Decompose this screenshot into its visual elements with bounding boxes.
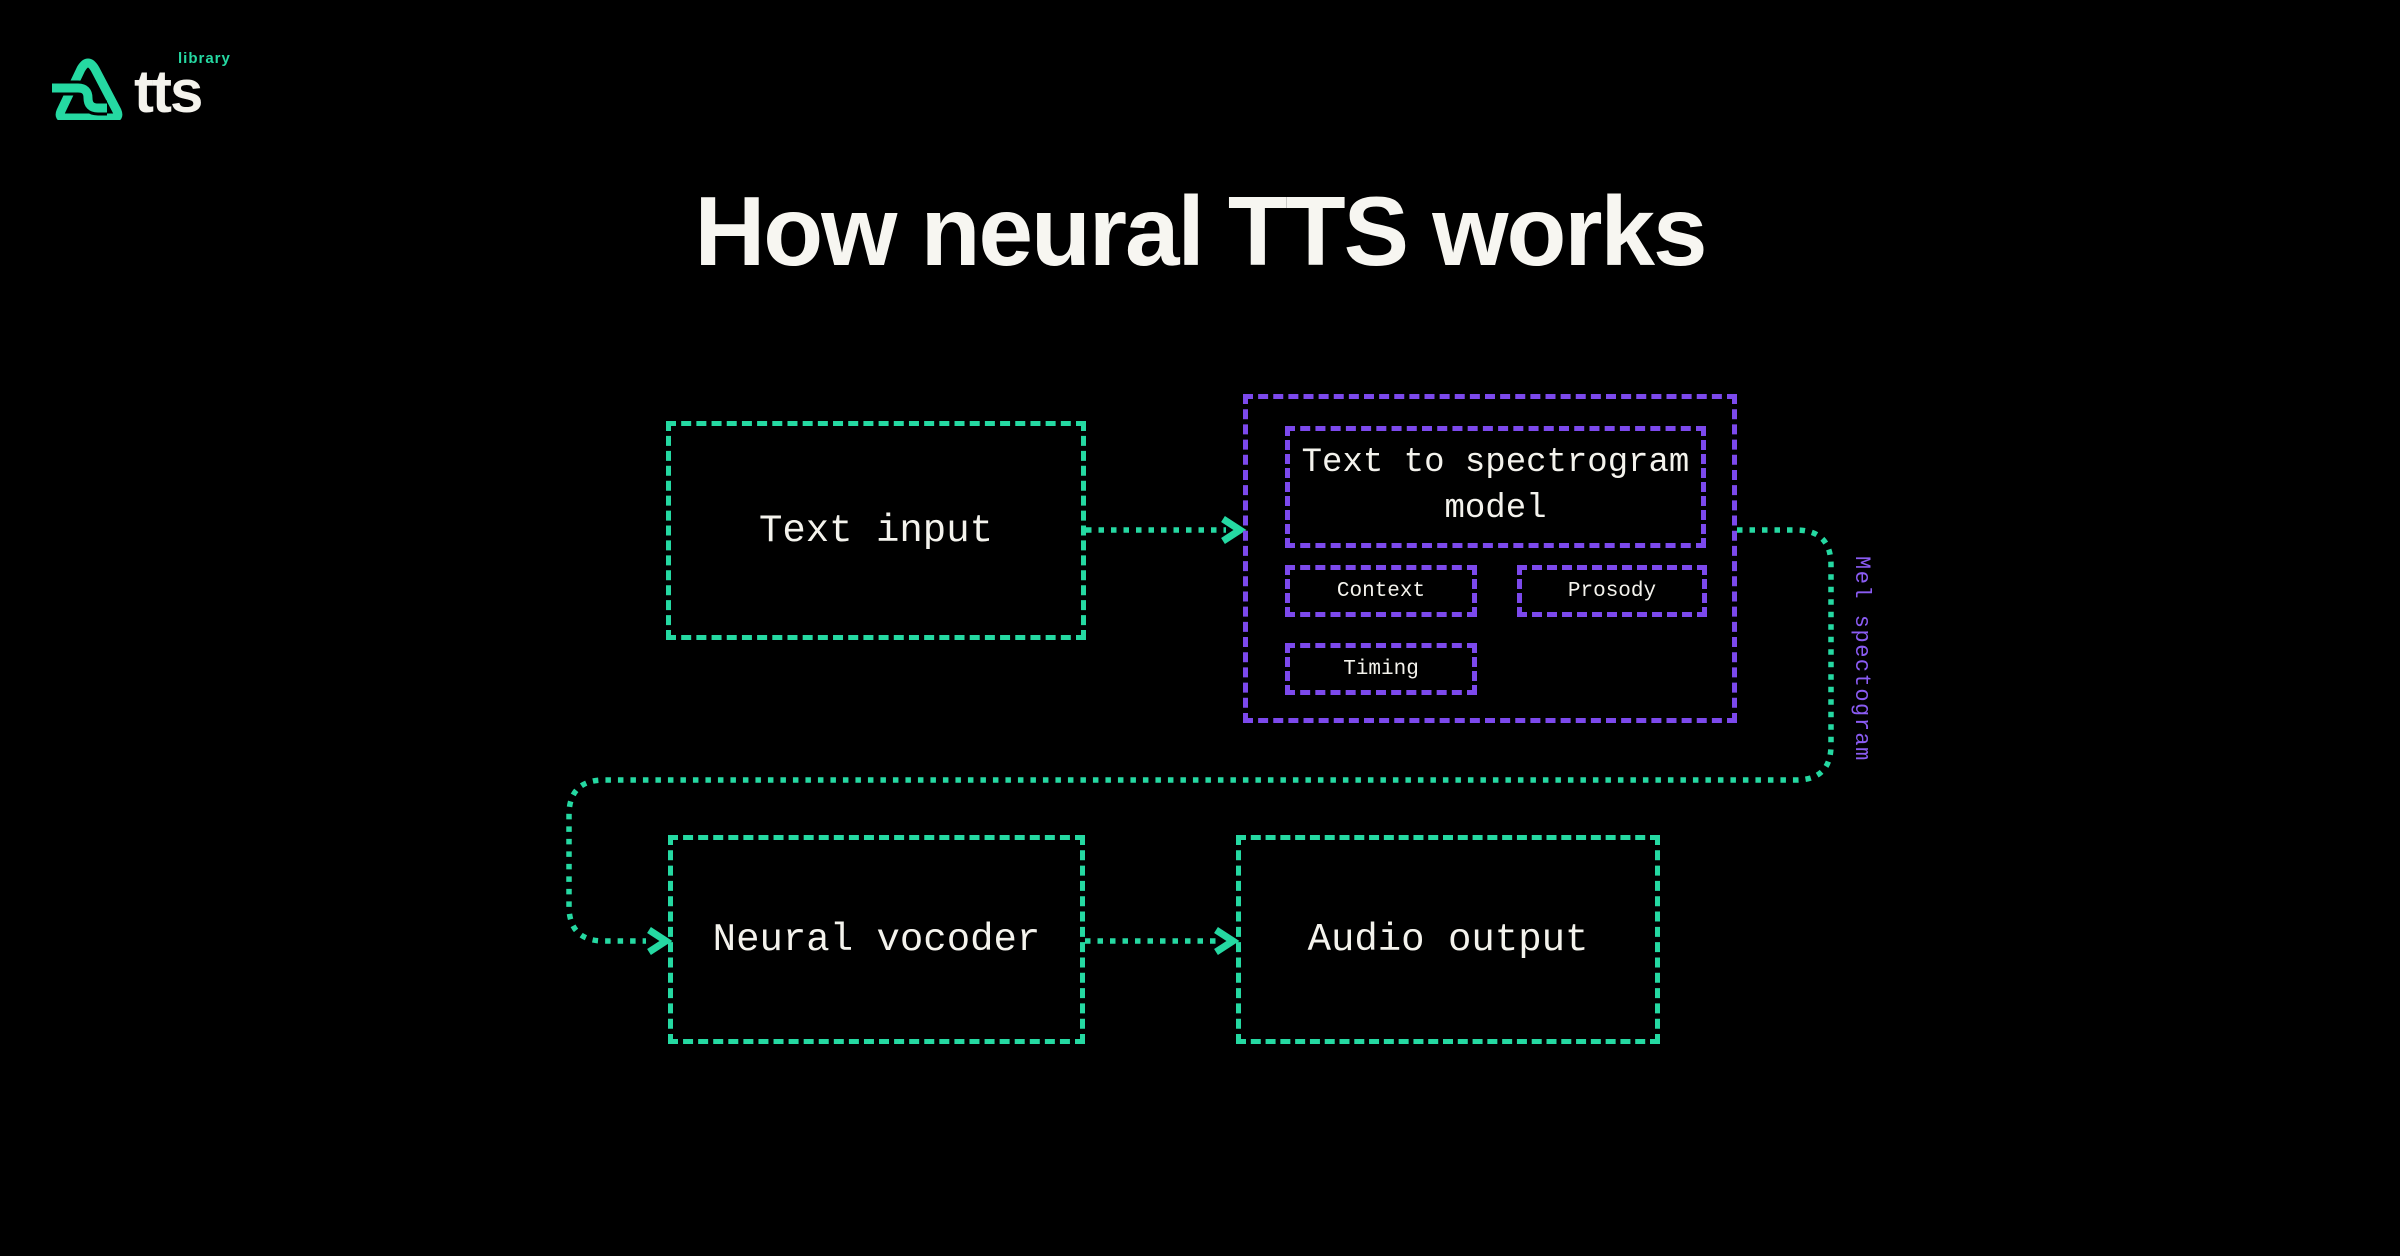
brand-logo[interactable]: library tts bbox=[50, 46, 231, 125]
node-audio-output: Audio output bbox=[1236, 835, 1660, 1044]
spectrogram-model-group: Text to spectrogram model Context Prosod… bbox=[1243, 394, 1737, 723]
mel-spectrogram-edge-label: Mel spectogram bbox=[1849, 556, 1874, 762]
node-timing: Timing bbox=[1285, 643, 1477, 695]
node-text-input: Text input bbox=[666, 421, 1086, 640]
tts-triangle-icon bbox=[52, 58, 123, 120]
arrowhead-icon bbox=[1221, 516, 1247, 544]
logo-text: library tts bbox=[134, 46, 231, 125]
arrowhead-icon bbox=[1214, 927, 1240, 955]
node-prosody: Prosody bbox=[1517, 565, 1707, 617]
page-title: How neural TTS works bbox=[694, 176, 1708, 286]
node-spectrogram-model: Text to spectrogram model bbox=[1285, 426, 1706, 548]
arrowhead-icon bbox=[647, 927, 673, 955]
node-context: Context bbox=[1285, 565, 1477, 617]
logo-tag: library bbox=[178, 50, 231, 67]
node-neural-vocoder: Neural vocoder bbox=[668, 835, 1085, 1044]
logo-brand: tts bbox=[134, 58, 203, 125]
